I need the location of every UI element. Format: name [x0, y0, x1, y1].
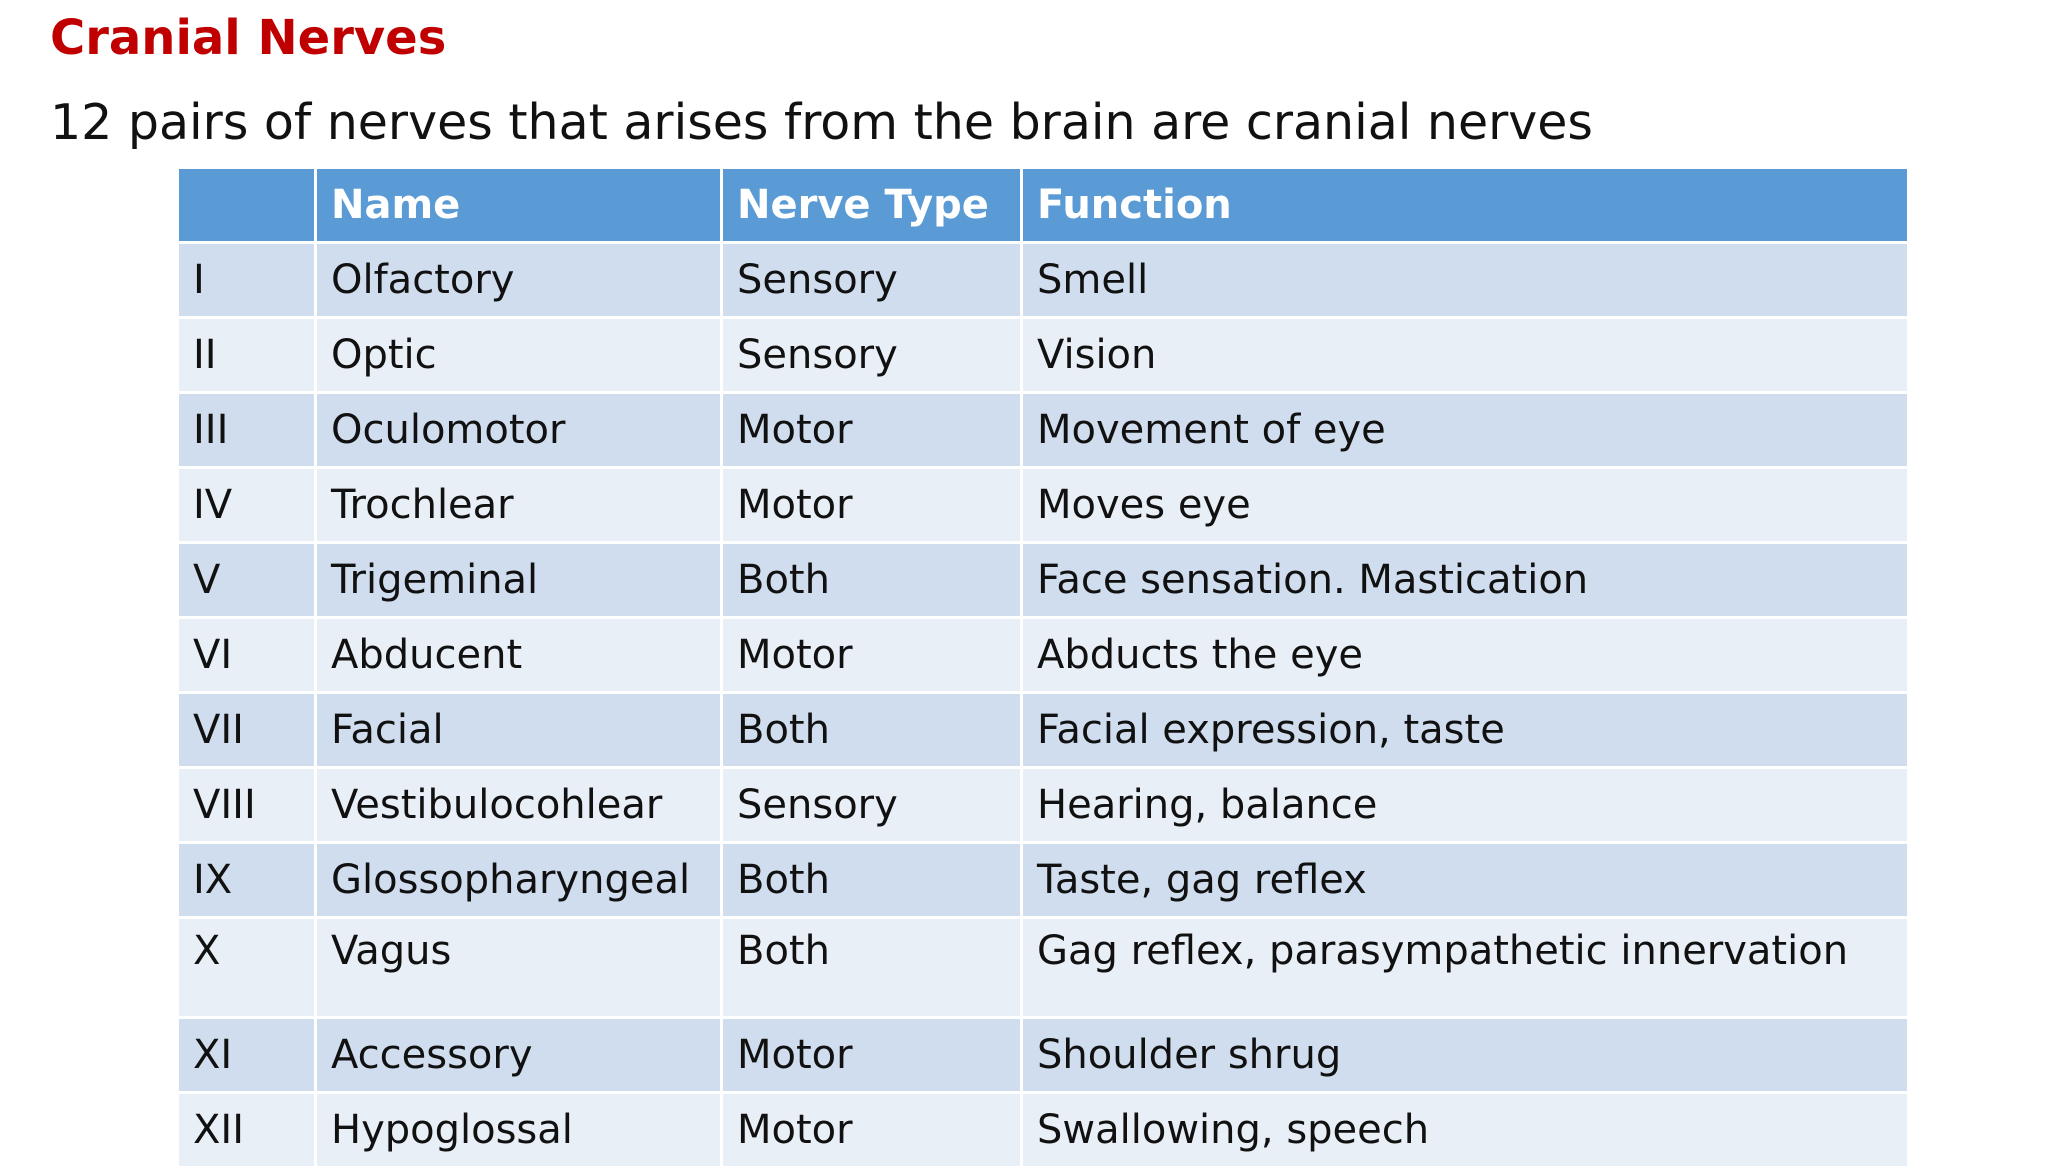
cell-name: Glossopharyngeal — [314, 841, 723, 919]
cell-function: Abducts the eye — [1020, 616, 1910, 694]
table-row: IX Glossopharyngeal Both Taste, gag refl… — [176, 841, 1910, 919]
table-row: X Vagus Both Gag reflex, parasympathetic… — [176, 916, 1910, 1019]
table-row: VIII Vestibulocohlear Sensory Hearing, b… — [176, 766, 1910, 844]
cell-nerve-type: Both — [720, 541, 1023, 619]
cell-number: V — [176, 541, 317, 619]
cell-function: Gag reflex, parasympathetic innervation — [1020, 916, 1910, 1019]
slide-title: Cranial Nerves — [50, 10, 447, 66]
cell-function: Hearing, balance — [1020, 766, 1910, 844]
cell-nerve-type: Both — [720, 691, 1023, 769]
table-row: XII Hypoglossal Motor Swallowing, speech — [176, 1091, 1910, 1169]
cell-function: Moves eye — [1020, 466, 1910, 544]
cell-nerve-type: Both — [720, 916, 1023, 1019]
cell-number: XI — [176, 1016, 317, 1094]
table-row: I Olfactory Sensory Smell — [176, 241, 1910, 319]
cell-function: Vision — [1020, 316, 1910, 394]
cell-nerve-type: Motor — [720, 1016, 1023, 1094]
cell-nerve-type: Motor — [720, 391, 1023, 469]
cell-number: II — [176, 316, 317, 394]
cell-nerve-type: Motor — [720, 616, 1023, 694]
table-row: VII Facial Both Facial expression, taste — [176, 691, 1910, 769]
cell-nerve-type: Sensory — [720, 766, 1023, 844]
cell-nerve-type: Motor — [720, 1091, 1023, 1169]
cranial-nerves-table: Name Nerve Type Function I Olfactory Sen… — [176, 166, 1910, 1169]
cell-nerve-type: Sensory — [720, 241, 1023, 319]
cell-number: VII — [176, 691, 317, 769]
cell-number: XII — [176, 1091, 317, 1169]
cell-number: IX — [176, 841, 317, 919]
cell-name: Hypoglossal — [314, 1091, 723, 1169]
cell-number: VI — [176, 616, 317, 694]
cell-name: Vestibulocohlear — [314, 766, 723, 844]
table-row: IV Trochlear Motor Moves eye — [176, 466, 1910, 544]
cell-number: I — [176, 241, 317, 319]
header-number — [176, 166, 317, 244]
cell-name: Optic — [314, 316, 723, 394]
cell-function: Face sensation. Mastication — [1020, 541, 1910, 619]
cell-function: Movement of eye — [1020, 391, 1910, 469]
cell-function: Swallowing, speech — [1020, 1091, 1910, 1169]
cell-number: VIII — [176, 766, 317, 844]
cell-function: Facial expression, taste — [1020, 691, 1910, 769]
cell-number: IV — [176, 466, 317, 544]
cell-name: Vagus — [314, 916, 723, 1019]
header-nerve-type: Nerve Type — [720, 166, 1023, 244]
table-row: XI Accessory Motor Shoulder shrug — [176, 1016, 1910, 1094]
slide-subtitle: 12 pairs of nerves that arises from the … — [50, 94, 1593, 151]
cell-name: Oculomotor — [314, 391, 723, 469]
header-name: Name — [314, 166, 723, 244]
table-row: II Optic Sensory Vision — [176, 316, 1910, 394]
table-header-row: Name Nerve Type Function — [176, 166, 1910, 244]
cell-nerve-type: Sensory — [720, 316, 1023, 394]
cell-number: III — [176, 391, 317, 469]
table-row: III Oculomotor Motor Movement of eye — [176, 391, 1910, 469]
cell-name: Accessory — [314, 1016, 723, 1094]
cell-nerve-type: Motor — [720, 466, 1023, 544]
table-row: VI Abducent Motor Abducts the eye — [176, 616, 1910, 694]
cell-function: Smell — [1020, 241, 1910, 319]
cell-nerve-type: Both — [720, 841, 1023, 919]
cell-name: Trochlear — [314, 466, 723, 544]
cell-name: Facial — [314, 691, 723, 769]
cell-function: Shoulder shrug — [1020, 1016, 1910, 1094]
cell-name: Trigeminal — [314, 541, 723, 619]
header-function: Function — [1020, 166, 1910, 244]
cell-number: X — [176, 916, 317, 1019]
table-row: V Trigeminal Both Face sensation. Mastic… — [176, 541, 1910, 619]
cell-function: Taste, gag reflex — [1020, 841, 1910, 919]
cell-name: Olfactory — [314, 241, 723, 319]
cell-name: Abducent — [314, 616, 723, 694]
